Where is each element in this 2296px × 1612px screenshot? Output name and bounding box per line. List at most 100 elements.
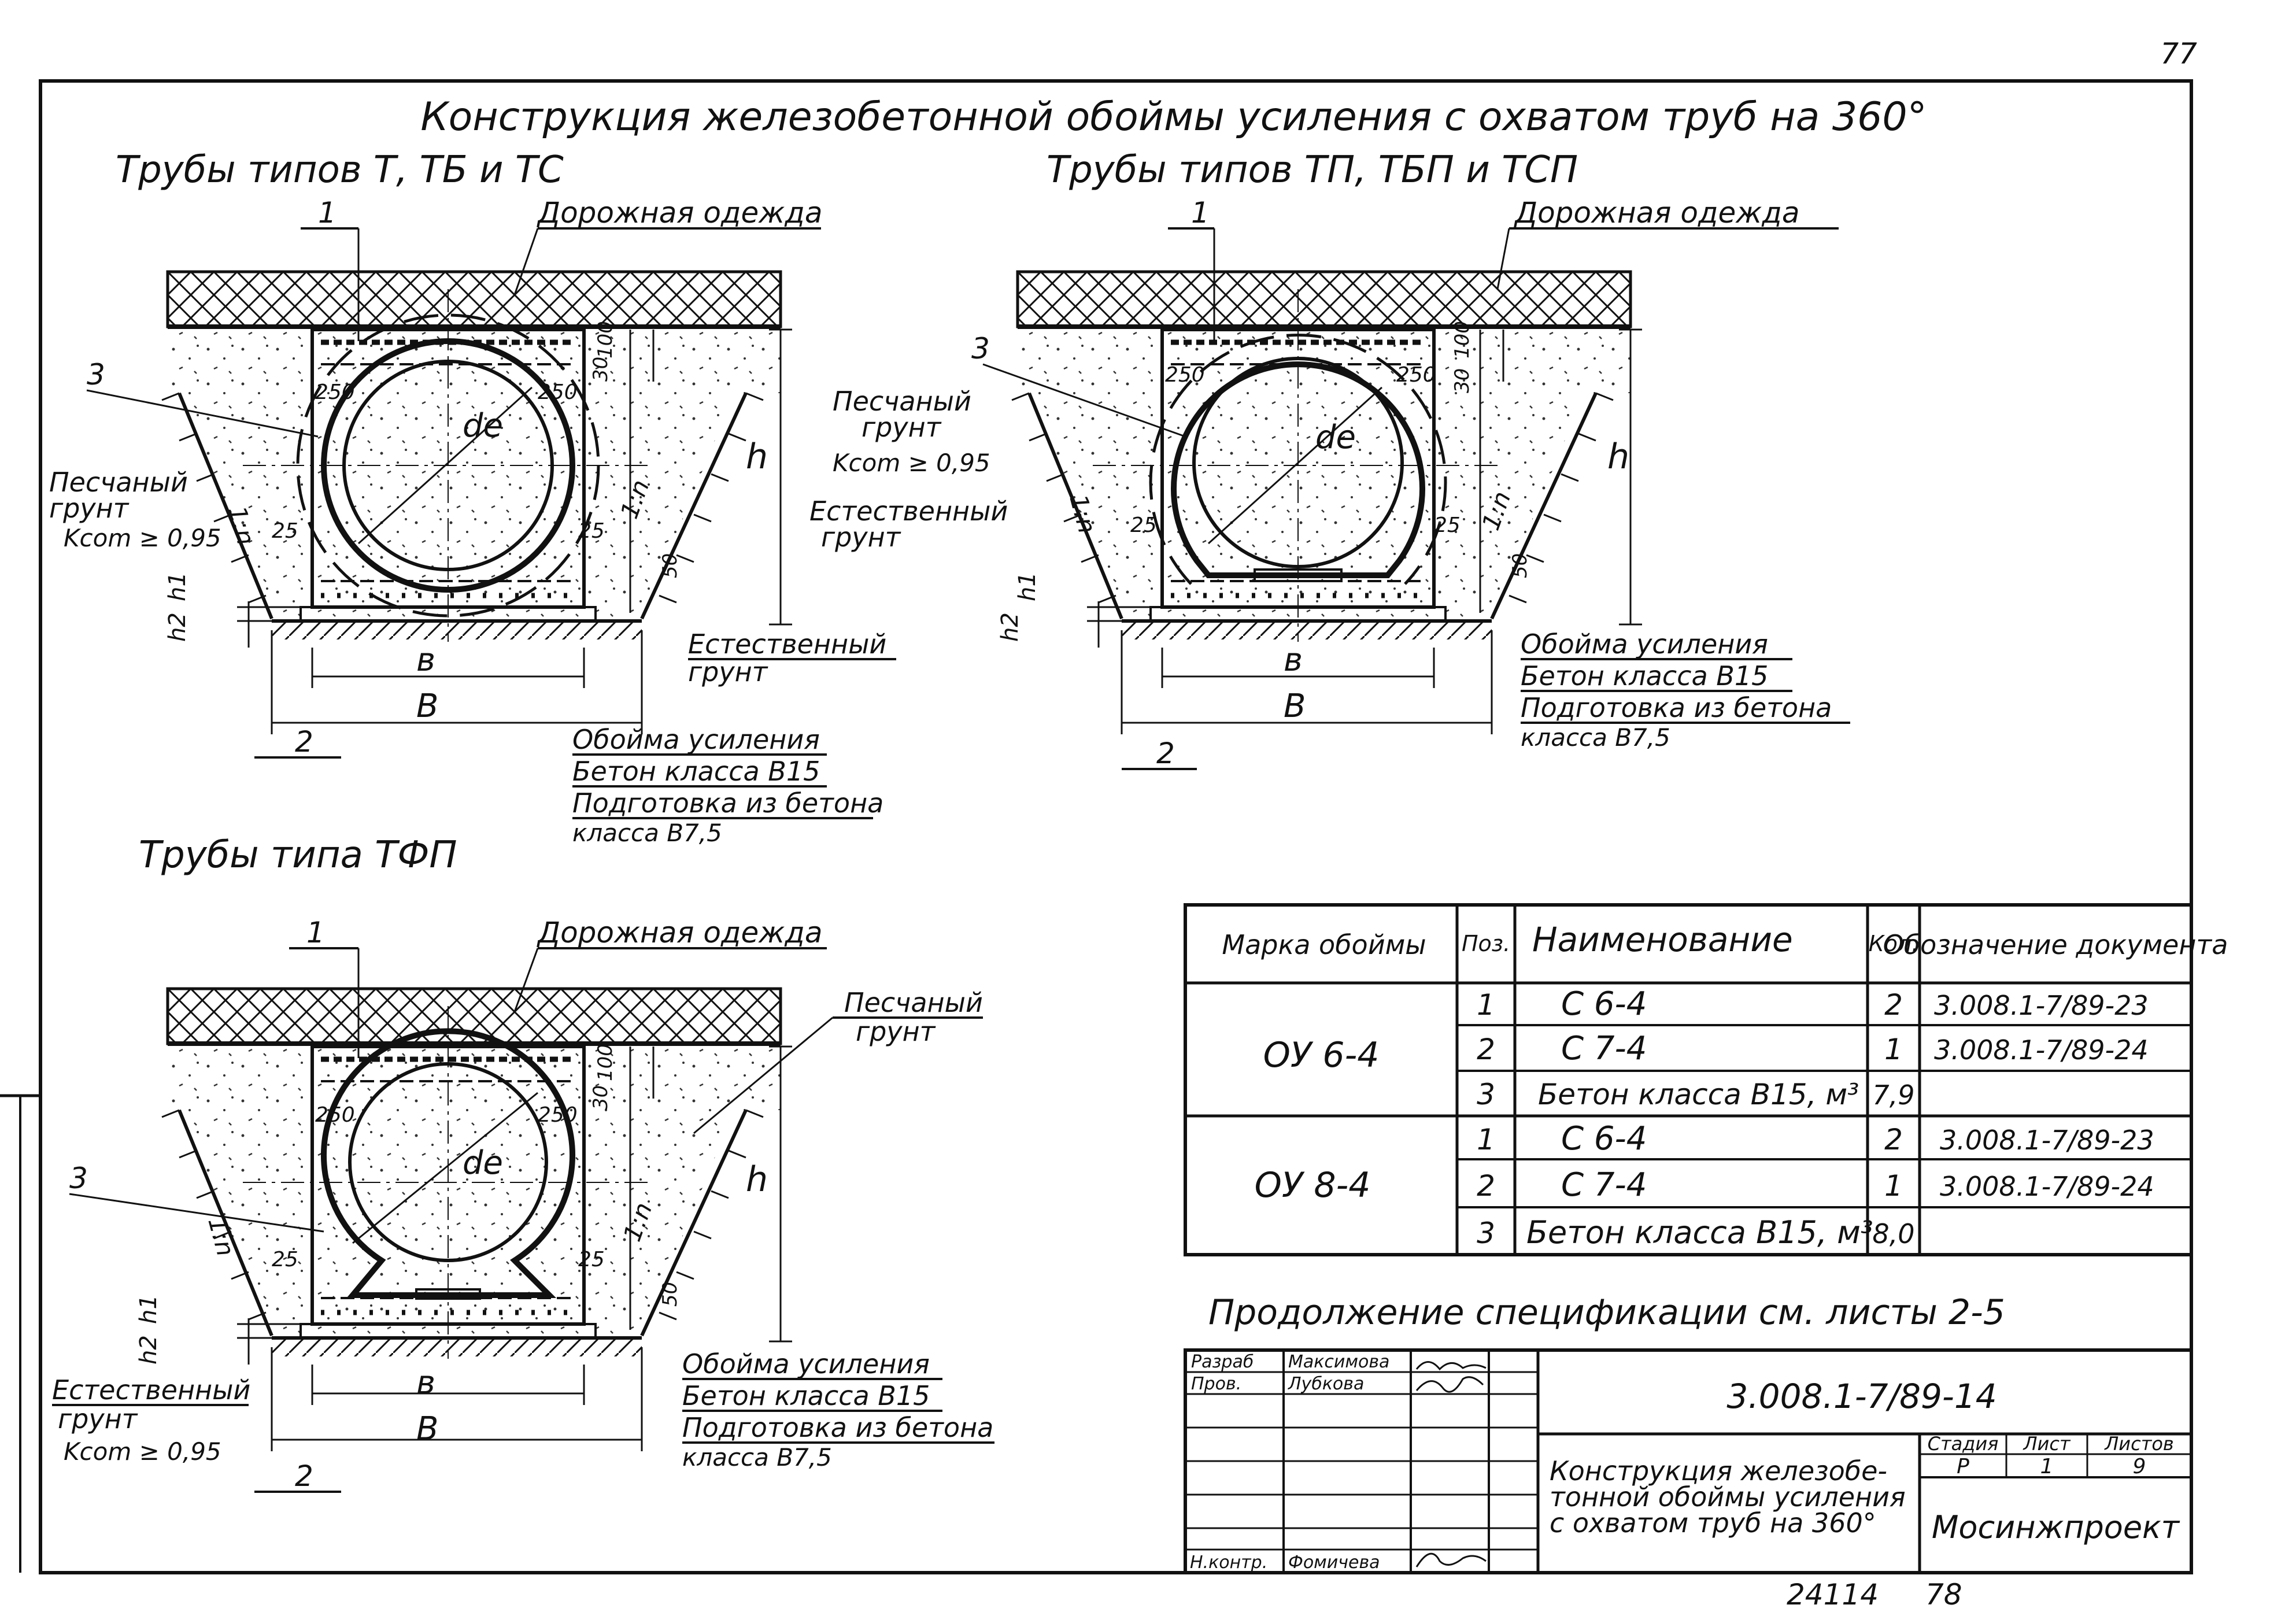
pos1-label: 1: [1191, 196, 1210, 230]
dim-250-left: 250: [315, 380, 355, 404]
r4-pos: 1: [1477, 1123, 1495, 1156]
section-3-labels: Дорожная одежда 1 Песчаный грунт 3 de h …: [52, 916, 994, 1493]
b-big-label: В: [416, 1410, 438, 1448]
r1-pos: 1: [1477, 988, 1495, 1022]
r1-name: С 6-4: [1561, 985, 1647, 1023]
r2-doc: 3.008.1-7/89-24: [1934, 1034, 2149, 1066]
natural-label-l1: Естественный: [809, 496, 1008, 527]
r5-pos: 2: [1477, 1169, 1495, 1203]
sand-label-l2: грунт: [862, 412, 942, 443]
signature-dev: [1415, 1361, 1487, 1371]
doc-title-l1: Конструкция железобе-: [1550, 1455, 1887, 1487]
natural-label-l2: грунт: [688, 656, 768, 687]
signature-check: [1415, 1376, 1484, 1393]
mark-2: ОУ 8-4: [1255, 1165, 1371, 1206]
pipe-outer: [321, 1028, 575, 1298]
sand-label-l2: грунт: [49, 493, 130, 524]
dim-25-left: 25: [272, 519, 298, 543]
b-big-label: В: [1284, 687, 1306, 725]
r4-qty: 2: [1884, 1123, 1903, 1156]
b-small-label: в: [1284, 641, 1303, 679]
kcom-label: Kcom ≥ 0,95: [64, 1437, 221, 1466]
prep-label: Подготовка из бетона: [682, 1412, 993, 1443]
pipe-outer: [1171, 361, 1425, 578]
pos3-label: 3: [69, 1162, 88, 1195]
concrete-label: Бетон класса В15: [682, 1380, 930, 1411]
r6-qty: 8,0: [1872, 1218, 1914, 1249]
b-small-label: в: [416, 1364, 435, 1402]
pos2-label: 2: [1156, 737, 1175, 770]
th-qty: Кол.: [1869, 931, 1919, 956]
pipe-cage-ring: [1149, 334, 1447, 585]
h1-label: h1: [1014, 572, 1041, 601]
section-1-labels: Дорожная одежда 1 3 Песчаный грунт Kcom …: [49, 196, 896, 847]
signature-norm: [1415, 1552, 1487, 1567]
r3-name: Бетон класса В15, м³: [1538, 1078, 1859, 1111]
h2-label: h2: [135, 1335, 162, 1365]
footer-inv: 24114: [1787, 1578, 1879, 1611]
dim-30: 30: [589, 1085, 612, 1110]
kcom-label: Kcom ≥ 0,95: [833, 449, 990, 477]
r1-qty: 2: [1884, 988, 1903, 1022]
section-2-labels: Дорожная одежда 1 3 Песчаный грунт Kcom …: [809, 196, 1850, 770]
natural-label-l2: грунт: [821, 522, 901, 553]
stage-label: Стадия: [1928, 1433, 1999, 1455]
section-heading-1: Трубы типов Т, ТБ и ТС: [116, 149, 564, 191]
kcom-label: Kcom ≥ 0,95: [64, 524, 221, 552]
sheet-frame: [39, 79, 2193, 1574]
prep-label: Подготовка из бетона: [1521, 692, 1832, 723]
dim-25-left: 25: [1130, 513, 1157, 537]
dim-25-right: 25: [578, 1248, 605, 1271]
cross-section-3: [162, 989, 792, 1451]
road-label: Дорожная одежда: [1514, 196, 1800, 230]
sand-label-l1: Песчаный: [49, 467, 188, 498]
prep2-label: класса В7,5: [1521, 723, 1670, 752]
dim-25-right: 25: [578, 519, 605, 543]
r2-pos: 2: [1477, 1033, 1495, 1066]
role-norm: Н.контр.: [1190, 1552, 1267, 1573]
concrete-label: Бетон класса В15: [1521, 660, 1768, 692]
sand-label-l1: Песчаный: [844, 987, 983, 1018]
drawing-title: Конструкция железобетонной обоймы усилен…: [420, 94, 1927, 140]
h2-label: h2: [164, 612, 191, 642]
r3-pos: 3: [1477, 1078, 1495, 1111]
pos1-label: 1: [306, 916, 325, 949]
cross-section-1: [162, 272, 792, 734]
r6-name: Бетон класса В15, м³: [1526, 1214, 1873, 1251]
h-label: h: [1607, 437, 1629, 477]
dim-25-right: 25: [1434, 513, 1461, 537]
h1-label: h1: [164, 572, 191, 601]
r2-qty: 1: [1884, 1033, 1903, 1066]
pipe-inner: [1192, 357, 1404, 568]
name-dev: Максимова: [1288, 1352, 1389, 1372]
dim-250-left: 250: [315, 1103, 355, 1127]
sheets-value: 9: [2133, 1455, 2146, 1478]
dim-100: 100: [1451, 321, 1474, 358]
pos3-label: 3: [87, 358, 105, 391]
natural-label-l1: Естественный: [688, 628, 886, 660]
dim-250-right: 250: [1396, 363, 1436, 387]
section-heading-3: Трубы типа ТФП: [139, 834, 457, 877]
role-dev: Разраб: [1191, 1352, 1254, 1372]
dim-100: 100: [594, 321, 617, 358]
r1-doc: 3.008.1-7/89-23: [1934, 990, 2149, 1021]
pipe-cage-ring: [296, 313, 600, 618]
r3-qty: 7,9: [1872, 1079, 1914, 1111]
section-heading-2: Трубы типов ТП, ТБП и ТСП: [1047, 149, 1578, 191]
mark-1: ОУ 6-4: [1263, 1035, 1380, 1075]
concrete-label: Бетон класса В15: [572, 756, 820, 787]
dim-25-left: 25: [272, 1248, 298, 1271]
stage-value: Р: [1957, 1455, 1969, 1478]
sheet-value: 1: [2040, 1455, 2054, 1478]
th-name: Наименование: [1532, 920, 1793, 959]
h1-label: h1: [135, 1295, 162, 1324]
cage-label: Обойма усиления: [682, 1348, 930, 1380]
pipe-inner: [342, 360, 554, 571]
natural-label-l1: Естественный: [52, 1374, 250, 1406]
cage-label: Обойма усиления: [572, 724, 820, 755]
dim-50: 50: [659, 1282, 682, 1307]
pos2-label: 2: [295, 725, 313, 759]
pipe-inner: [348, 1062, 548, 1262]
sand-label-l1: Песчаный: [833, 386, 971, 417]
